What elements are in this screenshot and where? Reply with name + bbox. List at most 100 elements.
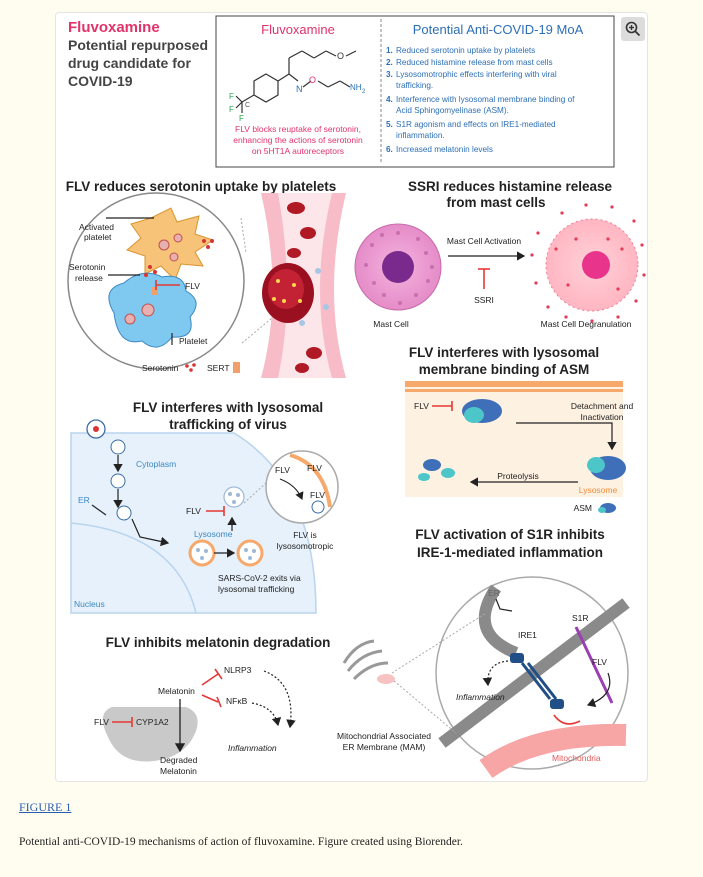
label-flv-s1r: FLV [592,657,607,667]
arrow-ire1-inflammation [482,660,509,687]
atom-f3: F [239,114,244,123]
moa-num-1: 1. [386,46,393,55]
moa-num-3: 3. [386,70,393,79]
zoom-virus [311,500,325,514]
asm-label-flv: FLV [414,401,429,411]
label-s1r: S1R [572,613,589,623]
mast-cell-nucleus [382,251,414,283]
legend-sert-swatch [233,362,240,373]
atom-n: N [296,84,303,94]
zoom-button[interactable] [621,17,645,41]
moa-list: 1. Reduced serotonin uptake by platelets… [386,46,575,154]
inhibit-nfkb-line [201,694,219,703]
s1r-title-1: FLV activation of S1R inhibits [415,527,605,542]
label-nfkb: NFκB [226,696,248,706]
lysosome-exit-dots [244,548,256,560]
trafficking-flv: FLV [186,506,201,516]
label-lysosome-traffic: Lysosome [194,529,233,539]
lysosome-exit [236,539,264,567]
figure-illustration: Fluvoxamine Potential repurposed drug ca… [66,15,646,779]
label-inflammation-s1r: Inflammation [456,692,505,702]
asm-protein-fragments [418,459,455,481]
endosome-vesicles [110,439,132,521]
moa-num-2: 2. [386,58,393,67]
moa-item-2: Reduced histamine release from mast cell… [396,58,553,67]
lysosome-membrane-top [405,381,623,387]
moa-item-3b: trafficking. [396,81,433,90]
melatonin-title: FLV inhibits melatonin degradation [106,635,331,650]
mast-cell-granules [364,231,434,305]
pointer-er-s1r [495,598,513,612]
zoom-flv-3: FLV [310,490,325,500]
lysosome-virus-dots [196,548,208,560]
atom-f1: F [229,92,234,101]
label-mast-cell: Mast Cell [373,319,409,329]
atom-nh2: NH [350,83,362,92]
nucleus-boundary [70,522,197,614]
moa-item-4b: Acid Sphingomyelinase (ASM). [396,106,509,115]
platelet-stars [299,268,329,326]
structure-caption-2: enhancing the actions of serotonin [233,135,363,145]
asm-title-1: FLV interferes with lysosomal [409,345,599,360]
label-er-s1r: ER [488,588,500,598]
label-proteolysis: Proteolysis [497,471,539,481]
ire1-protein [510,653,564,709]
label-mam-1: Mitochondrial Associated [337,731,431,741]
trafficking-title-1: FLV interferes with lysosomal [133,400,323,415]
structure-caption-1: FLV blocks reuptake of serotonin, [235,124,361,134]
degranulated-nucleus [582,251,610,279]
label-inactivation: Inactivation [581,412,624,422]
released-granules [530,203,646,323]
label-cyp: CYP1A2 [136,717,169,727]
lysosome-area [405,381,623,497]
label-flv: FLV [185,281,200,291]
label-detachment: Detachment and [571,401,634,411]
label-mast-activation: Mast Cell Activation [447,236,521,246]
red-blood-cells [287,202,322,373]
label-serotonin: Serotonin [69,262,106,272]
lysosome-with-virus [188,539,216,567]
label-nlrp3: NLRP3 [224,665,252,675]
asm-protein-bound [462,399,502,423]
zoom-connector-5 [393,680,457,734]
mast-title-1: SSRI reduces histamine release [408,179,613,194]
label-degraded-2: Melatonin [160,766,197,776]
moa-item-5b: inflammation. [396,131,445,140]
arrow-detachment [516,422,617,451]
zoom-in-icon [625,21,641,37]
label-exit-1: SARS-CoV-2 exits via [218,573,301,583]
moa-item-5a: S1R agonism and effects on IRE1-mediated [396,120,556,129]
atom-nh2-sub: 2 [362,89,366,95]
atom-o1: O [337,51,344,61]
zoom-arrow [279,478,304,501]
asm-protein-detached [587,456,626,480]
moa-num-4: 4. [386,95,393,104]
virus-particle [86,419,106,439]
label-degraded-1: Degraded [160,755,198,765]
header-line-3: COVID-19 [68,73,133,89]
liver-icon [102,707,198,762]
zoom-lysosome-membrane [289,453,332,508]
mast-title-2: from mast cells [446,195,545,210]
figure-link[interactable]: FIGURE 1 [19,800,72,814]
moa-item-3a: Lysosomotrophic effects interfering with… [396,70,557,79]
label-asm-legend: ASM [574,503,592,513]
legend-sert: SERT [207,363,230,373]
moa-item-1: Reduced serotonin uptake by platelets [396,46,535,55]
moa-item-4a: Interference with lysosomal membrane bin… [396,95,575,104]
zoom-flv-1: FLV [275,465,290,475]
label-degranulation: Mast Cell Degranulation [541,319,632,329]
er-membrane-curve [478,584,519,659]
arrow-flv-s1r [586,672,611,708]
figure-panel: Fluvoxamine Potential repurposed drug ca… [55,12,648,782]
inhibit-nlrp3-bar [214,668,223,680]
arrow-nfkb-inflammation [251,702,282,727]
atom-f2: F [229,105,234,114]
structure-caption-3: on 5HT1A autoreceptors [252,146,344,156]
legend-serotonin: Serotonin [142,363,179,373]
label-lysosome-asm: Lysosome [579,485,618,495]
clot [262,263,314,323]
label-melatonin: Melatonin [158,686,195,696]
label-release: release [75,273,103,283]
atom-o2: O [309,75,316,85]
